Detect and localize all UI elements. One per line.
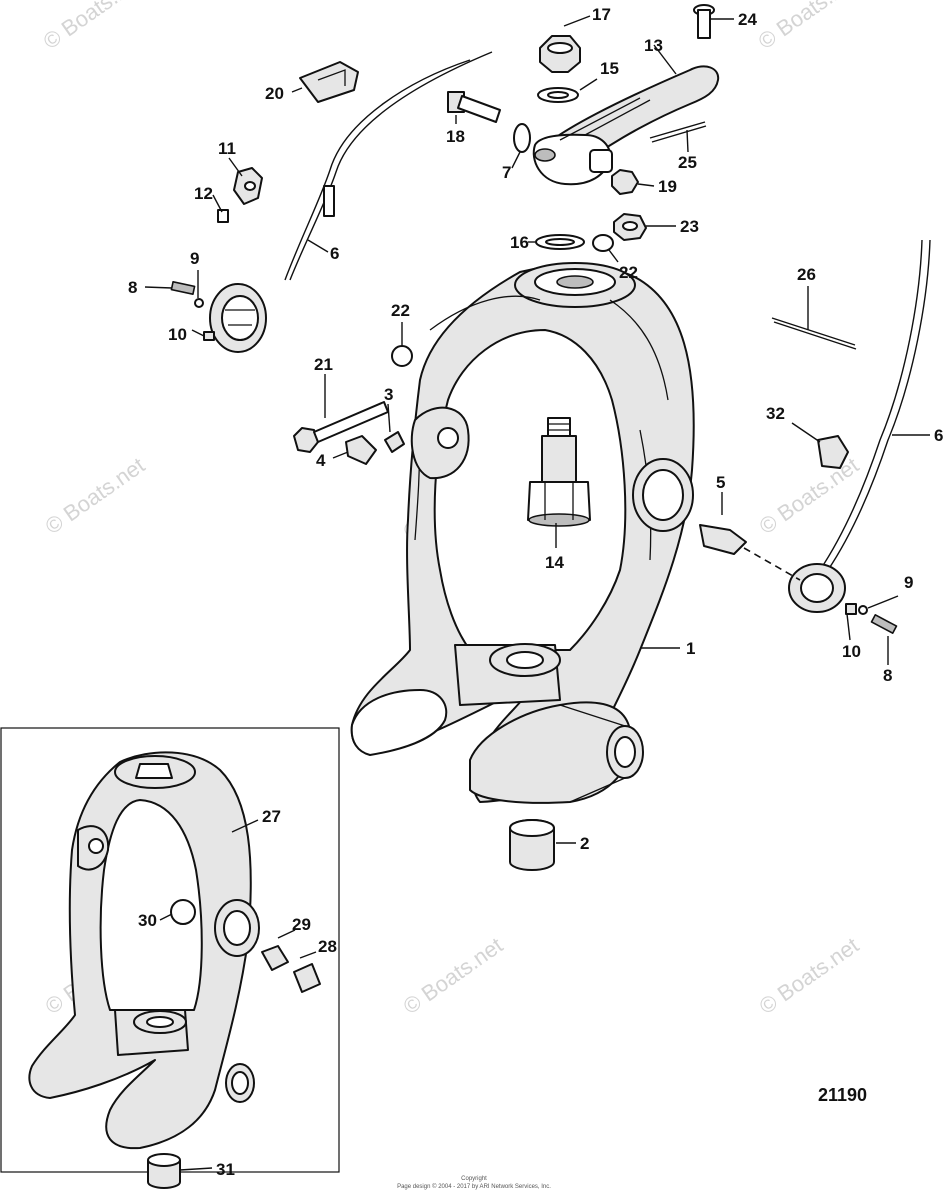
trim-sender-left [170,51,493,353]
watermark: © Boats.net [755,452,864,539]
callout-labels: 1 2 3 4 5 6 6 7 8 8 9 9 10 10 11 12 13 1… [128,5,943,1179]
bolt-18 [447,91,501,123]
nut-19 [611,169,639,195]
clip-32 [817,435,849,469]
washer-22 [592,234,614,252]
steering-arm [532,65,720,186]
callout-23: 23 [680,217,699,236]
washer-22-b [391,345,413,367]
watermark: © Boats.net [754,0,863,54]
callout-29: 29 [292,915,311,934]
watermark: © Boats.net [755,932,864,1019]
callout-22: 22 [391,301,410,320]
rod-26 [771,317,857,350]
callout-1: 1 [686,639,695,658]
callout-6: 6 [934,426,943,445]
callout-10: 10 [168,325,187,344]
diagram-code: 21190 [818,1085,867,1105]
callout-17: 17 [592,5,611,24]
callout-32: 32 [766,404,785,423]
watermark: © Boats.net [399,932,508,1019]
callout-15: 15 [600,59,619,78]
callout-3: 3 [384,385,393,404]
watermark: © Boats.net [41,452,150,539]
watermark: © Boats.net [39,0,148,54]
callout-26: 26 [797,265,816,284]
fitting-3 [384,431,405,453]
washer-15-hole [547,91,569,99]
callout-6: 6 [330,244,339,263]
nut-23-hole [622,221,638,231]
callout-21: 21 [314,355,333,374]
swivel-bracket [350,262,695,804]
bushing-29 [261,945,289,971]
callout-24: 24 [738,10,757,29]
callout-8: 8 [883,666,892,685]
callout-18: 18 [446,127,465,146]
fitting-4 [345,435,377,465]
bushing-2 [509,819,555,871]
bushing-31 [147,1153,181,1189]
nut-17 [539,35,581,73]
washer-16-hole [545,238,575,246]
callout-4: 4 [316,451,326,470]
callout-30: 30 [138,911,157,930]
footer-line-1: Copyright [461,1176,487,1182]
callout-2: 2 [580,834,589,853]
bolt-21 [293,401,389,453]
callout-20: 20 [265,84,284,103]
callout-22: 22 [619,263,638,282]
stud-28 [293,963,321,993]
steering-spindle [527,417,591,527]
callout-9: 9 [190,249,199,268]
pin-24 [693,4,715,39]
alternate-swivel-bracket [28,751,260,1150]
stud-5 [699,524,747,555]
callout-27: 27 [262,807,281,826]
washer-7 [513,123,531,153]
trim-sender-right [699,239,931,634]
callout-14: 14 [545,553,564,572]
callout-12: 12 [194,184,213,203]
callout-28: 28 [318,937,337,956]
callout-5: 5 [716,473,725,492]
clip-20 [299,61,359,103]
callout-9: 9 [904,573,913,592]
footer-line-2: Page design © 2004 - 2017 by ARI Network… [397,1183,551,1190]
callout-11: 11 [218,139,236,158]
callout-13: 13 [644,36,663,55]
callout-16: 16 [510,233,529,252]
leader-lines [144,15,930,1171]
cotter-pin-25 [649,121,707,143]
callout-7: 7 [502,163,511,182]
callout-8: 8 [128,278,137,297]
callout-10: 10 [842,642,861,661]
callout-31: 31 [216,1160,235,1179]
callout-19: 19 [658,177,677,196]
callout-25: 25 [678,153,697,172]
